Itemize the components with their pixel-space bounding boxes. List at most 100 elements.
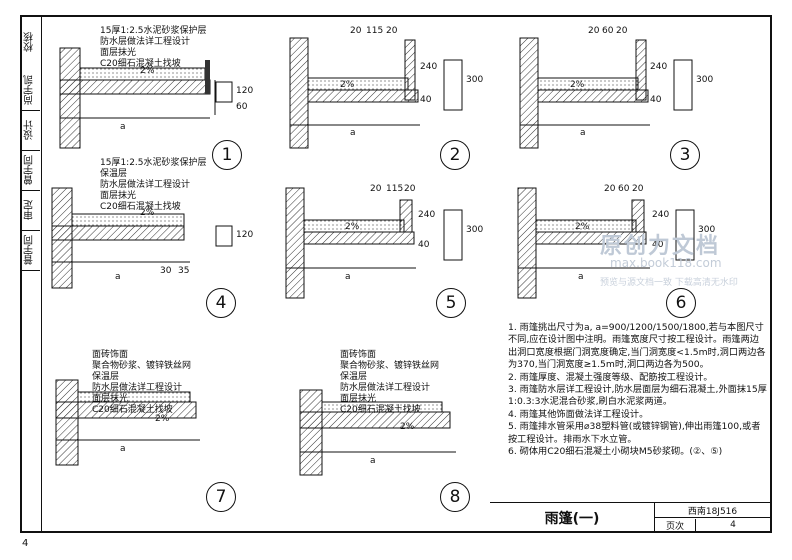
note-item: 4. 雨篷其他饰面做法详工程设计。 bbox=[508, 408, 649, 420]
atlas-code: 西南18J516 bbox=[655, 503, 770, 518]
detail-7-span: a bbox=[120, 444, 126, 454]
detail-8-section bbox=[299, 389, 456, 476]
page-value: 4 bbox=[730, 520, 736, 530]
detail-3-section bbox=[519, 37, 693, 149]
detail-3-dim: 240 bbox=[650, 62, 668, 72]
note-item: 3. 雨篷防水层详工程设计,防水层面层为细石混凝土,外面抹15厚1:0.3:3水… bbox=[508, 384, 767, 408]
notes-block: 1. 雨篷挑出尺寸为a, a=900/1200/1500/1800,若与本图尺寸… bbox=[508, 322, 768, 458]
detail-6-topdim: 20 bbox=[632, 184, 644, 194]
detail-3-span: a bbox=[580, 128, 586, 138]
detail-8-label: 保温层 bbox=[340, 372, 368, 382]
detail-1-dim: 120 bbox=[236, 86, 254, 96]
note-item: 1. 雨篷挑出尺寸为a, a=900/1200/1500/1800,若与本图尺寸… bbox=[508, 322, 766, 371]
detail-5-dim: 40 bbox=[418, 240, 430, 250]
detail-7-number: 7 bbox=[206, 482, 236, 512]
detail-6-dim: 300 bbox=[698, 225, 716, 235]
watermark-note: 预览与源文档一致 下载高清无水印 bbox=[600, 278, 738, 288]
drawing-frame bbox=[20, 15, 772, 533]
review-sidebar: 校核 尚宇凯 设计 曾宇同 审定 普宇同 bbox=[20, 15, 42, 533]
detail-3-topdim: 20 bbox=[588, 26, 600, 36]
detail-6-topdim: 60 bbox=[618, 184, 630, 194]
detail-6-dim: 40 bbox=[652, 240, 664, 250]
detail-2-dim: 300 bbox=[466, 75, 484, 85]
detail-4-dim: 35 bbox=[178, 266, 190, 276]
detail-8-number: 8 bbox=[440, 482, 470, 512]
detail-5-dim: 240 bbox=[418, 210, 436, 220]
detail-7-section bbox=[55, 379, 200, 466]
detail-5-topdim: 115 bbox=[386, 184, 404, 194]
detail-6-topdim: 20 bbox=[604, 184, 616, 194]
page-number: 4 bbox=[22, 538, 29, 549]
detail-2-topdim: 20 bbox=[386, 26, 398, 36]
detail-5-dim: 300 bbox=[466, 225, 484, 235]
detail-8-label: 防水层做法详工程设计 bbox=[340, 383, 431, 393]
detail-4-label: C20细石混凝土找坡 bbox=[100, 202, 181, 212]
detail-1-span: a bbox=[120, 122, 126, 132]
detail-6-span: a bbox=[578, 272, 584, 282]
detail-7-label: C20细石混凝土找坡 bbox=[92, 405, 173, 415]
detail-5-topdim: 20 bbox=[370, 184, 382, 194]
detail-4-section bbox=[51, 187, 233, 289]
detail-2-section bbox=[289, 37, 463, 149]
detail-2-topdim: 20 bbox=[350, 26, 362, 36]
watermark: 原创力文档 bbox=[600, 234, 721, 259]
detail-1-label: 15厚1:2.5水泥砂浆保护层 bbox=[100, 26, 207, 36]
detail-3-dim: 40 bbox=[650, 95, 662, 105]
detail-8-label: 面层抹光 bbox=[340, 394, 377, 404]
detail-5-section bbox=[285, 187, 463, 299]
detail-2-slope: 2% bbox=[340, 80, 355, 90]
detail-3-topdim: 20 bbox=[616, 26, 628, 36]
detail-1-label: C20细石混凝土找坡 bbox=[100, 59, 181, 69]
detail-2-dim: 240 bbox=[420, 62, 438, 72]
page-label: 页次 bbox=[655, 518, 696, 532]
detail-4-label: 防水层做法详工程设计 bbox=[100, 180, 191, 190]
sheet-title: 雨篷(一) bbox=[490, 503, 655, 532]
detail-3-topdim: 60 bbox=[602, 26, 614, 36]
title-block: 雨篷(一) 西南18J516 页次 4 bbox=[490, 502, 772, 533]
detail-1-slope: 2% bbox=[140, 66, 155, 76]
detail-4-span: a bbox=[115, 272, 121, 282]
detail-4-label: 面层抹光 bbox=[100, 191, 137, 201]
detail-7-slope: 2% bbox=[155, 414, 170, 424]
detail-6-slope: 2% bbox=[575, 222, 590, 232]
detail-5-span: a bbox=[345, 272, 351, 282]
detail-3-slope: 2% bbox=[570, 80, 585, 90]
detail-8-slope: 2% bbox=[400, 422, 415, 432]
detail-2-topdim: 115 bbox=[366, 26, 384, 36]
detail-1-label: 防水层做法详工程设计 bbox=[100, 37, 191, 47]
detail-6-number: 6 bbox=[666, 288, 696, 318]
note-item: 5. 雨篷排水管采用⌀38塑料管(或镀锌钢管),伸出雨篷100,或者按工程设计。… bbox=[508, 421, 761, 445]
detail-7-label: 面砖饰面 bbox=[92, 350, 129, 360]
detail-7-label: 面层抹光 bbox=[92, 394, 129, 404]
detail-7-label: 保温层 bbox=[92, 372, 120, 382]
detail-1-dim: 60 bbox=[236, 102, 248, 112]
detail-4-dim: 120 bbox=[236, 230, 254, 240]
detail-8-span: a bbox=[370, 456, 376, 466]
detail-3-number: 3 bbox=[670, 140, 700, 170]
detail-1-label: 面层抹光 bbox=[100, 48, 137, 58]
detail-4-dim: 30 bbox=[160, 266, 172, 276]
detail-1-number: 1 bbox=[212, 140, 242, 170]
note-item: 6. 砌体用C20细石混凝土小砌块M5砂浆砌。(②、⑤) bbox=[508, 446, 723, 458]
detail-5-slope: 2% bbox=[345, 222, 360, 232]
detail-6-section bbox=[517, 187, 695, 299]
detail-7-label: 聚合物砂浆、镀锌铁丝网 bbox=[92, 361, 192, 371]
detail-4-number: 4 bbox=[206, 288, 236, 318]
detail-5-number: 5 bbox=[436, 288, 466, 318]
page-field: 页次 4 bbox=[655, 518, 770, 532]
detail-6-dim: 240 bbox=[652, 210, 670, 220]
detail-7-label: 防水层做法详工程设计 bbox=[92, 383, 183, 393]
detail-8-label: 聚合物砂浆、镀锌铁丝网 bbox=[340, 361, 440, 371]
detail-4-slope: 2% bbox=[140, 208, 155, 218]
detail-8-label: 面砖饰面 bbox=[340, 350, 377, 360]
detail-8-label: C20细石混凝土找坡 bbox=[340, 405, 421, 415]
watermark-url: max.book118.com bbox=[610, 256, 722, 270]
detail-5-topdim: 20 bbox=[404, 184, 416, 194]
note-item: 2. 雨篷厚度、混凝土强度等级、配筋按工程设计。 bbox=[508, 371, 713, 383]
detail-2-dim: 40 bbox=[420, 95, 432, 105]
detail-4-label: 保温层 bbox=[100, 169, 128, 179]
detail-2-number: 2 bbox=[440, 140, 470, 170]
detail-3-dim: 300 bbox=[696, 75, 714, 85]
detail-2-span: a bbox=[350, 128, 356, 138]
